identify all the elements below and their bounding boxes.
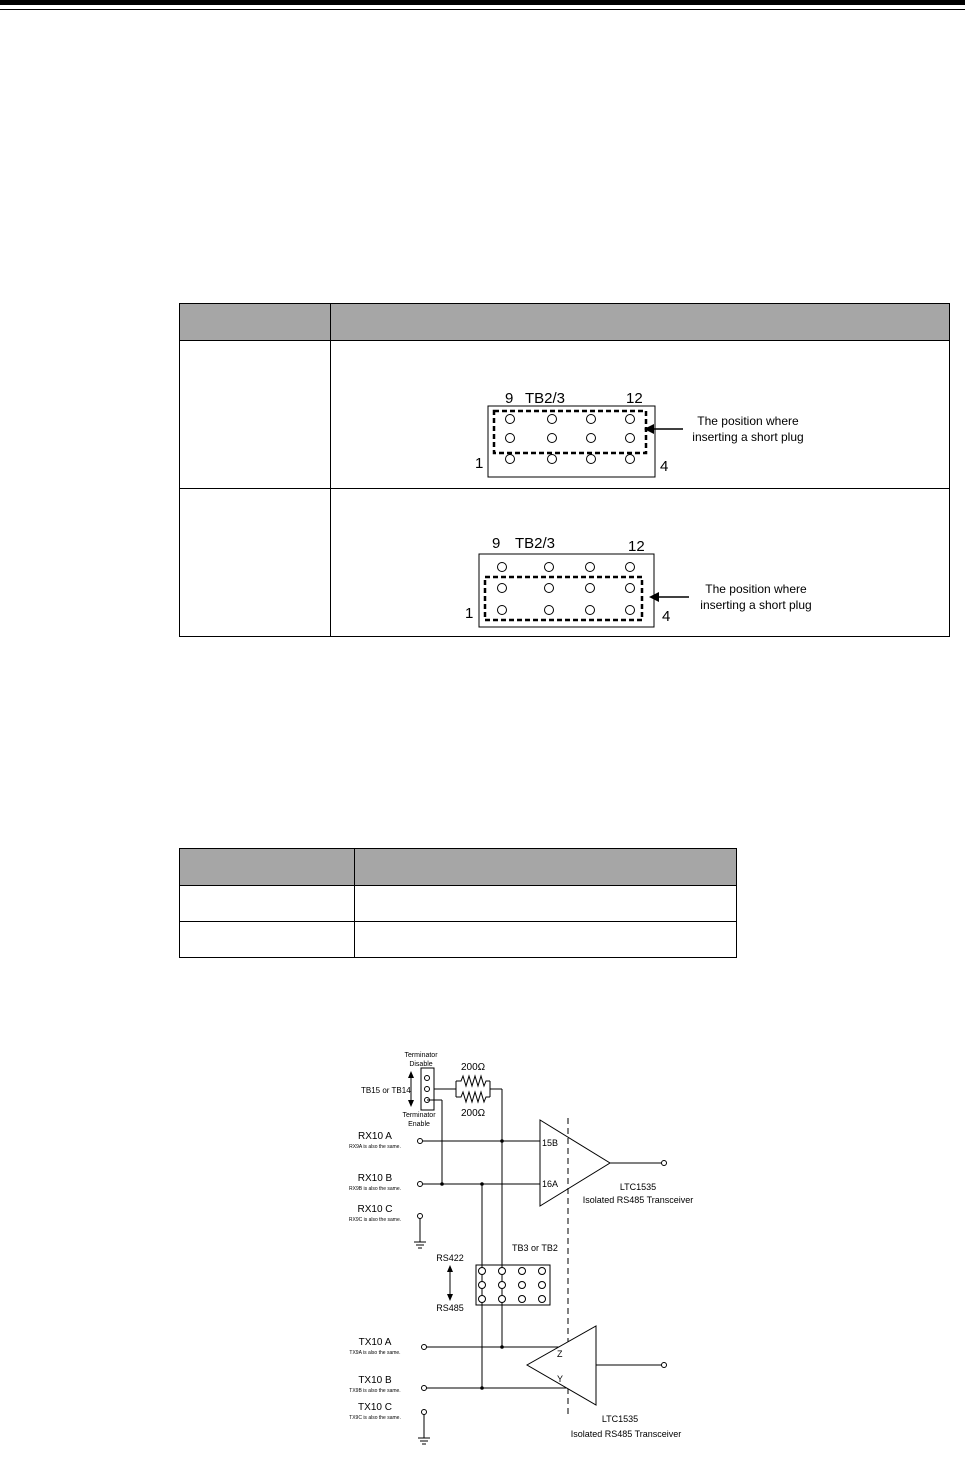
chip-desc: Isolated RS485 Transceiver [571,1429,682,1439]
terminator-setting-table [179,848,737,958]
connector-body [478,553,655,628]
rs485-label: RS485 [436,1303,464,1313]
short-plug-outline [483,575,644,622]
chip-label: LTC1535 [620,1182,656,1192]
resistor-bottom [456,1090,490,1104]
note-text-line2: inserting a short plug [700,598,811,612]
table-row: 9 TB2/3 12 1 4 The position where insert… [179,340,950,489]
pin-16a-label: 16A [542,1179,558,1189]
tb-pins [478,1267,546,1303]
terminator-enable-label: Enable [408,1121,430,1128]
connector-pins [497,562,635,615]
pin-label-12: 12 [626,390,643,407]
pin-label-9: 9 [492,535,500,552]
table-header-row [179,303,950,341]
jumper-label: TB15 or TB14 [361,1086,411,1095]
table-cell-figure: 9 TB2/3 12 1 4 The position where insert… [330,488,950,637]
pin-z-label: Z [557,1349,563,1359]
terminator-disable-label: Disable [409,1061,432,1068]
pin-label-9: 9 [505,390,513,407]
pin-label-4: 4 [660,458,668,475]
transmitter-amplifier [525,1325,597,1406]
table-cell-label [179,488,331,637]
receiver-amplifier [539,1119,611,1207]
pin-y-label: Y [557,1374,563,1384]
note-text-line1: The position where [705,582,807,596]
tx-c-note: TX9C is also the same. [349,1415,401,1421]
chip-label: LTC1535 [602,1414,638,1424]
pin-label-1: 1 [475,455,483,472]
table-cell-figure: 9 TB2/3 12 1 4 The position where insert… [330,340,950,489]
header-rule-thick [0,0,965,5]
table-header-cell [354,848,737,886]
resistor-value: 200Ω [461,1108,486,1119]
tx-b-note: TX9B is also the same. [349,1388,400,1394]
terminator-enable-label: Terminator [402,1112,436,1119]
tx-a-label: TX10 A [359,1337,392,1348]
chip-desc: Isolated RS485 Transceiver [583,1195,694,1205]
table-row: 9 TB2/3 12 1 4 The position where insert… [179,488,950,637]
rx-c-label: RX10 C [357,1204,392,1215]
jumper-setting-table: 9 TB2/3 12 1 4 The position where insert… [179,303,950,637]
short-plug-outline [492,409,648,455]
note-text-line1: The position where [697,414,799,428]
tx-c-label: TX10 C [358,1402,392,1413]
rx-a-note: RX9A is also the same. [349,1144,401,1150]
tb-connector [475,1264,551,1306]
arrow-head [644,424,654,434]
connector-figure-lower: 9 TB2/3 12 1 4 The position where insert… [465,535,812,628]
connector-pins [505,414,635,464]
terminator-disable-label: Terminator [404,1052,438,1059]
table-header-row [179,848,737,886]
pin-15b-label: 15B [542,1138,558,1148]
resistor-top [456,1074,490,1088]
tx-b-label: TX10 B [358,1375,392,1386]
table-cell [179,921,355,958]
rx-a-label: RX10 A [358,1131,392,1142]
rx-b-label: RX10 B [358,1173,393,1184]
connector-body [487,405,656,478]
pin-label-1: 1 [465,605,473,622]
connector-label: TB2/3 [525,390,565,407]
pin-label-12: 12 [628,538,645,555]
rs422-label: RS422 [436,1253,464,1263]
tx-a-note: TX9A is also the same. [349,1350,400,1356]
table-header-cell [179,303,331,341]
table-header-cell [330,303,950,341]
table-row [179,921,737,958]
connector-label: TB2/3 [515,535,555,552]
pin-label-4: 4 [662,608,670,625]
rx-c-note: RX9C is also the same. [349,1217,401,1223]
rx-b-note: RX9B is also the same. [349,1186,401,1192]
header-rule-thin [0,9,965,10]
arrow-head [649,592,659,602]
table-cell-label [179,340,331,489]
table-cell [354,921,737,958]
connector-figure-upper: 9 TB2/3 12 1 4 The position where insert… [475,390,804,478]
tb-label: TB3 or TB2 [512,1243,558,1253]
note-text-line2: inserting a short plug [692,430,803,444]
resistor-value: 200Ω [461,1062,486,1073]
table-header-cell [179,848,355,886]
